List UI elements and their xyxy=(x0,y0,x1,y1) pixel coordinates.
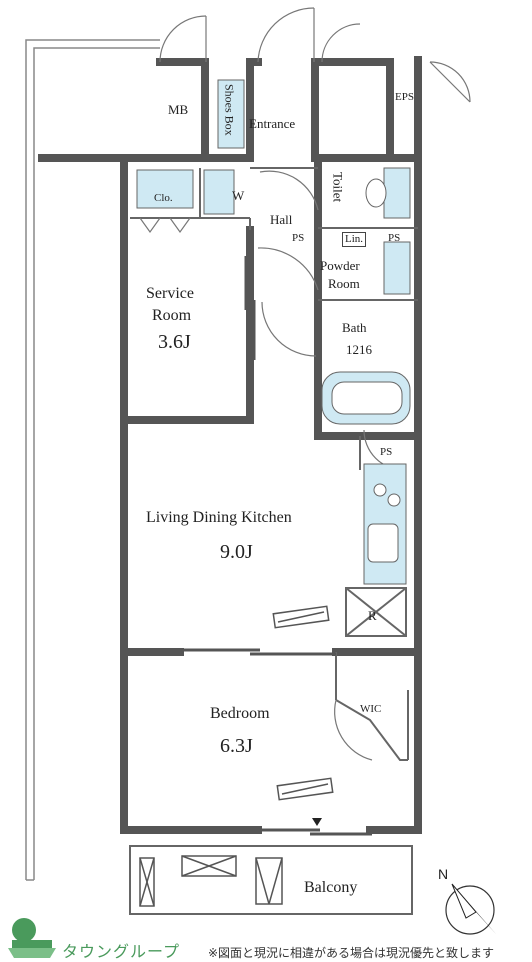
label-bedroom-area: 6.3J xyxy=(220,735,253,757)
fixture-details xyxy=(331,178,403,563)
label-ps-kitchen: PS xyxy=(380,446,393,458)
label-service-room-area: 3.6J xyxy=(158,331,191,353)
label-powder-room-1: Powder xyxy=(320,258,360,273)
doors xyxy=(139,7,471,761)
label-bedroom: Bedroom xyxy=(210,705,270,722)
label-service-room-2: Room xyxy=(152,307,192,324)
label-ldk: Living Dining Kitchen xyxy=(146,509,292,526)
label-ps-lin: PS xyxy=(388,232,401,244)
label-service-room-1: Service xyxy=(146,285,194,302)
label-balcony: Balcony xyxy=(304,879,358,896)
label-toilet: Toilet xyxy=(330,172,346,203)
company-logo-text: タウングループ xyxy=(62,944,181,961)
label-clo: Clo. xyxy=(154,192,173,204)
label-eps: EPS xyxy=(395,91,414,103)
label-bath-size: 1216 xyxy=(346,342,372,357)
exterior-lines xyxy=(25,39,160,881)
window-marks xyxy=(139,605,334,907)
label-powder-room-2: Room xyxy=(328,276,360,291)
label-shoes-box: Shoes Box xyxy=(222,84,237,136)
label-wic: WIC xyxy=(360,703,382,715)
label-entrance: Entrance xyxy=(249,116,296,131)
sliding-doors xyxy=(180,256,372,836)
compass-icon xyxy=(445,883,496,935)
label-bath: Bath xyxy=(342,320,367,335)
disclaimer-note: ※図面と現況に相違がある場合は現況優先と致します xyxy=(208,946,495,960)
logo-icon xyxy=(8,918,56,958)
label-ldk-area: 9.0J xyxy=(220,541,253,563)
entry-arrow-icon xyxy=(312,818,322,826)
label-mb: MB xyxy=(168,102,189,117)
label-lin: Lin. xyxy=(342,232,367,248)
compass-label: N xyxy=(438,866,449,882)
walls xyxy=(38,56,422,834)
label-hall: Hall xyxy=(270,212,293,227)
label-refrigerator: R xyxy=(368,608,377,623)
label-w: W xyxy=(232,188,245,203)
label-ps-hall: PS xyxy=(292,232,305,244)
